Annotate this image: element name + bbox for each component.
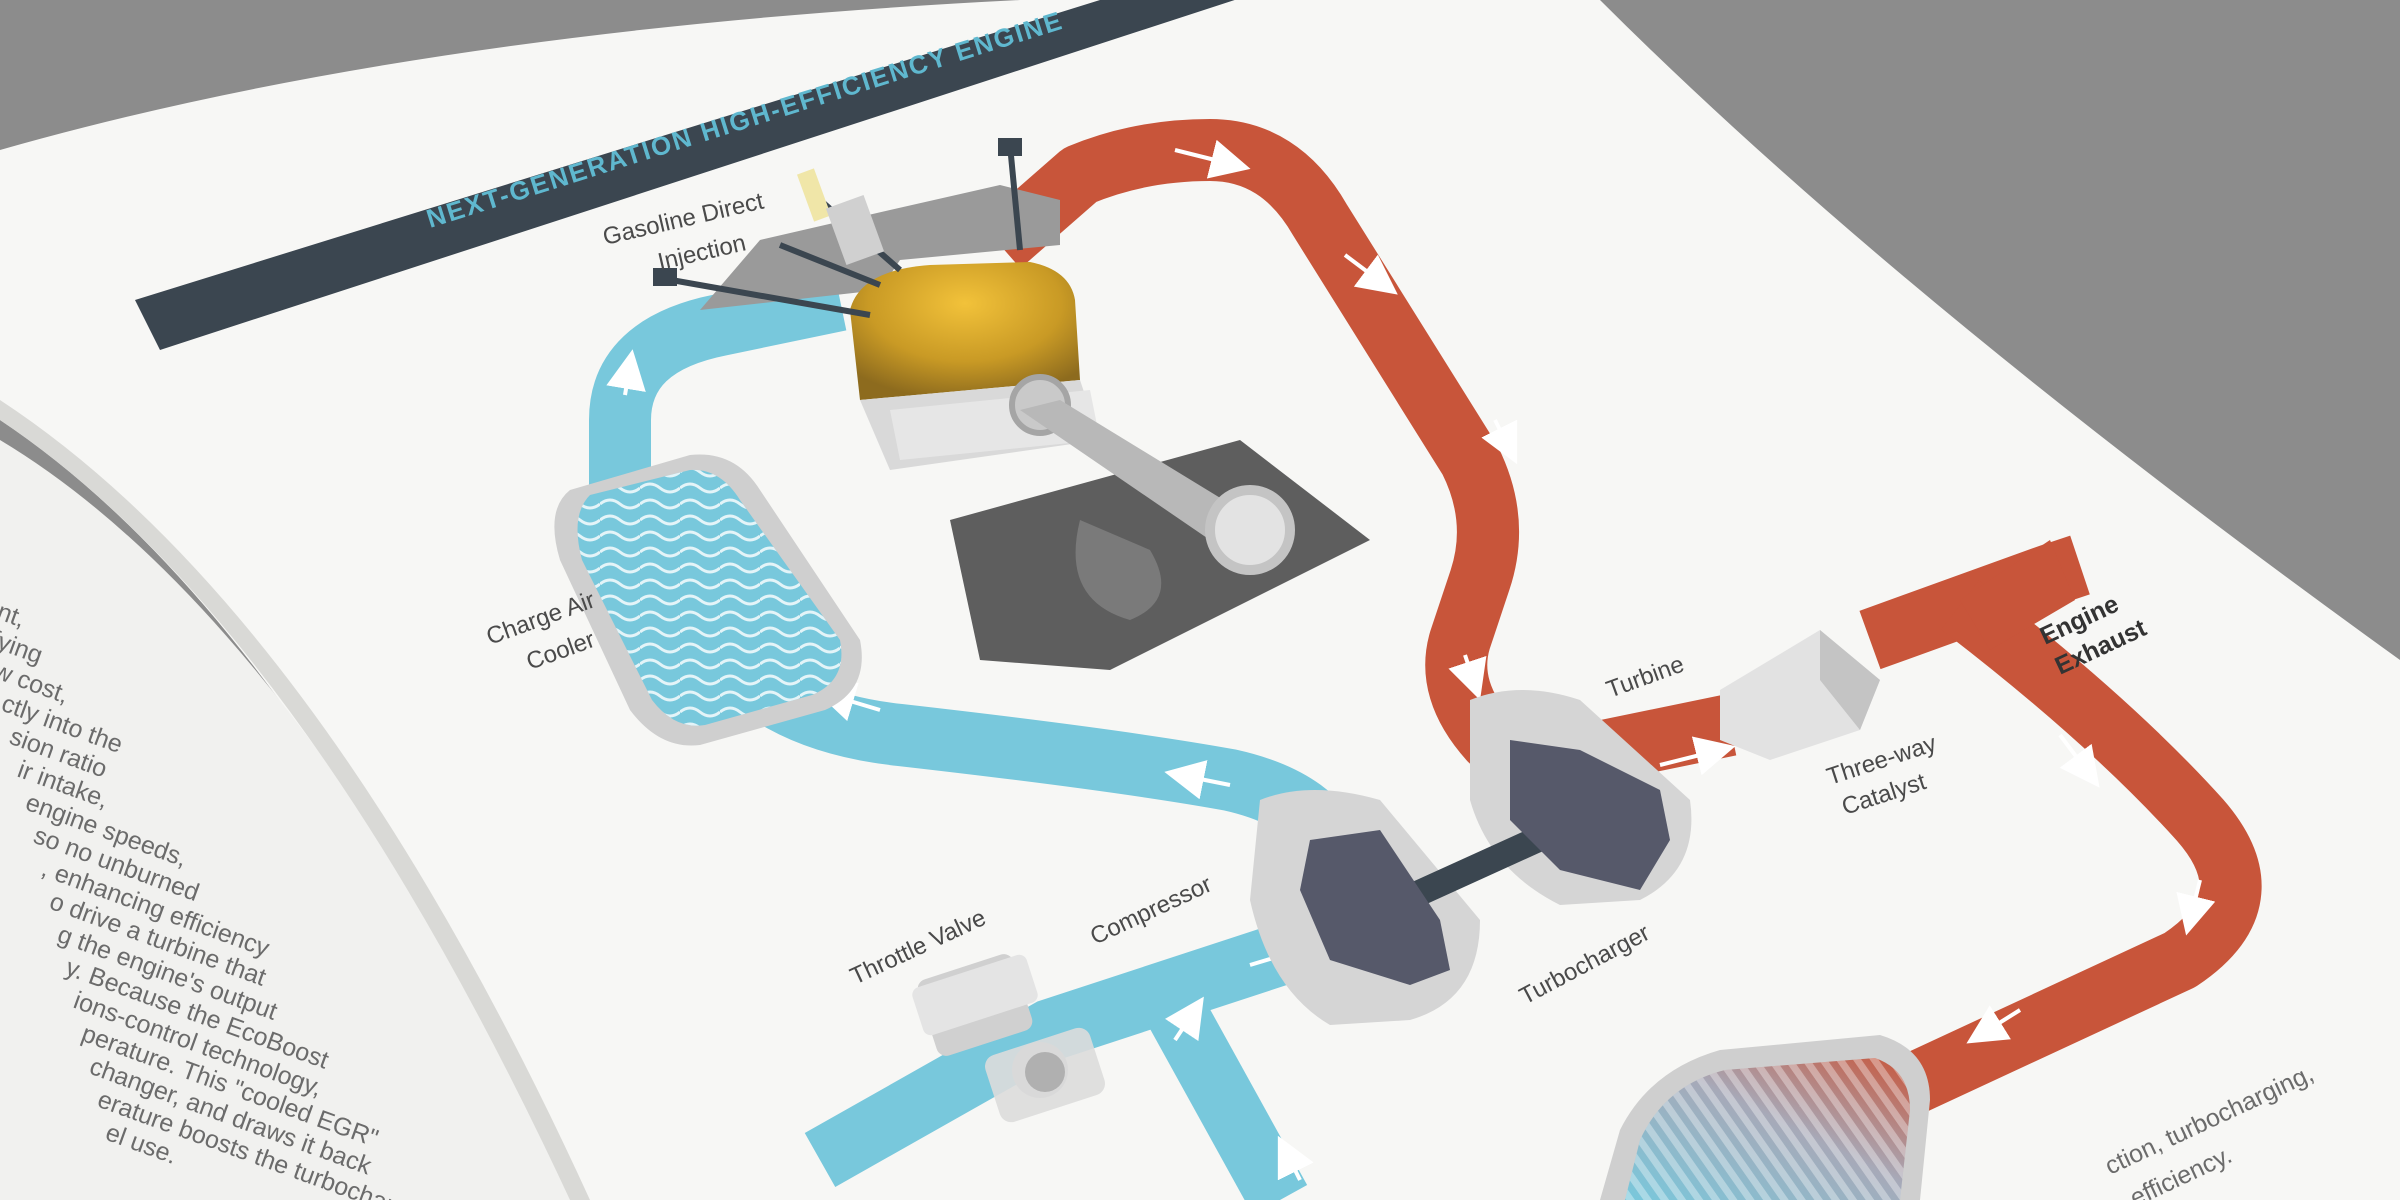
compressor-wheel (1300, 830, 1450, 985)
connecting-rod (1020, 400, 1240, 540)
valve-tip-right (998, 138, 1022, 156)
spark-plug-icon (796, 168, 885, 266)
exhaust-egr-loop (1886, 580, 2262, 1119)
combustion-chamber (850, 262, 1080, 400)
egr-cooler (1600, 1035, 1930, 1200)
intake-pipe-egr-return (1147, 995, 1308, 1200)
three-way-catalyst (1720, 630, 1880, 760)
left-page (0, 440, 580, 1200)
turbine-wheel (1510, 740, 1670, 890)
charge-air-cooler (554, 454, 862, 746)
throttle-valve (912, 954, 1106, 1123)
intake-pipe-throttle (804, 905, 1350, 1187)
turbocharger (1250, 690, 1692, 1025)
engine-exhaust-outlet (1960, 540, 2075, 650)
valve-tip-left (653, 268, 677, 286)
